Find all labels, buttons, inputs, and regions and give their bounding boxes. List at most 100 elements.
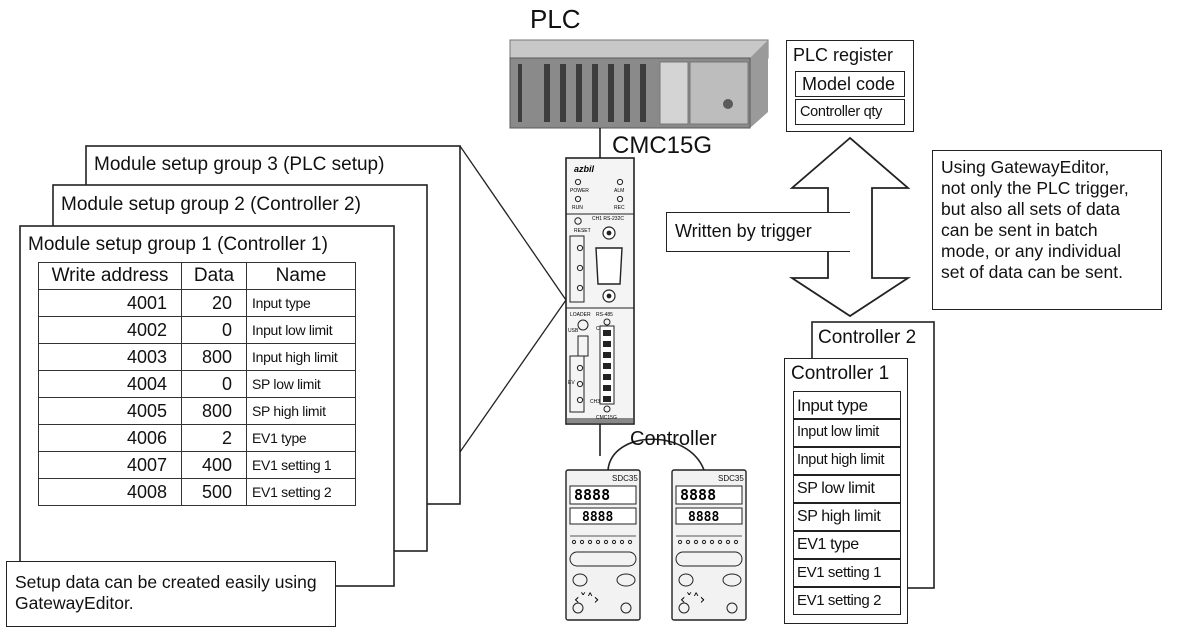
plc-register-title: PLC register (793, 45, 894, 65)
model-code-cell: Model code (795, 71, 905, 97)
controller-qty-cell: Controller qty (795, 99, 905, 125)
setup-note-line: Setup data can be created easily using (15, 572, 317, 592)
table-header-row: Write address Data Name (38, 262, 356, 290)
module-group1-title: Module setup group 1 (Controller 1) (28, 234, 328, 255)
data-cell: 0 (181, 316, 247, 344)
column-header-address: Write address (38, 262, 182, 290)
address-cell: 4008 (38, 478, 182, 506)
address-cell: 4005 (38, 397, 182, 425)
controller1-title: Controller 1 (791, 363, 890, 384)
column-header-data: Data (181, 262, 247, 290)
name-cell: Input low limit (246, 316, 356, 344)
callout-line-top (459, 145, 567, 301)
model-code-label: Model code (802, 74, 896, 94)
controller-device-1: 8888 8888 ‹ˇ˄› (565, 469, 641, 621)
data-cell: 500 (181, 478, 247, 506)
address-cell: 4001 (38, 289, 182, 317)
setup-note-line: GatewayEditor. (15, 593, 134, 613)
controller-link-wire (607, 438, 705, 471)
controller1-item: EV1 type (793, 531, 901, 559)
setup-data-note: Setup data can be created easily using G… (6, 561, 336, 627)
svg-text:8888: 8888 (688, 510, 719, 525)
editor-note-line: set of data can be sent. (941, 262, 1123, 282)
svg-text:USB: USB (568, 328, 579, 334)
address-cell: 4007 (38, 451, 182, 479)
plc-title: PLC (530, 4, 581, 34)
controller1-item: Input low limit (793, 419, 901, 447)
controller-1-model: SDC35 (612, 474, 638, 483)
controller1-item: SP low limit (793, 475, 901, 503)
controller-2-model: SDC35 (718, 474, 744, 483)
data-cell: 400 (181, 451, 247, 479)
address-cell: 4006 (38, 424, 182, 452)
editor-note-line: but also all sets of data (941, 199, 1120, 219)
module-group3-title: Module setup group 3 (PLC setup) (94, 154, 385, 175)
plc-register-box: PLC register Model code Controller qty (786, 40, 914, 132)
name-cell: EV1 setting 1 (246, 451, 356, 479)
name-cell: Input high limit (246, 343, 356, 371)
address-cell: 4002 (38, 316, 182, 344)
svg-text:RUN: RUN (572, 205, 583, 211)
editor-note-line: can be sent in batch (941, 220, 1098, 240)
written-by-trigger-label: Written by trigger (675, 221, 812, 241)
svg-text:azbil: azbil (574, 164, 595, 174)
controller1-item: SP high limit (793, 503, 901, 531)
name-cell: SP high limit (246, 397, 356, 425)
address-cell: 4003 (38, 343, 182, 371)
name-cell: EV1 setting 2 (246, 478, 356, 506)
svg-text:‹ˇ˄›: ‹ˇ˄› (574, 592, 599, 608)
svg-text:‹ˇ˄›: ‹ˇ˄› (680, 592, 705, 608)
written-by-trigger-box: Written by trigger (666, 212, 850, 252)
svg-text:RESET: RESET (574, 228, 591, 234)
callout-line-bottom (459, 299, 567, 453)
address-cell: 4004 (38, 370, 182, 398)
controller1-item: EV1 setting 1 (793, 559, 901, 587)
data-cell: 0 (181, 370, 247, 398)
svg-text:CH3: CH3 (590, 399, 600, 405)
name-cell: SP low limit (246, 370, 356, 398)
controller1-item: Input type (793, 391, 901, 419)
svg-text:CMC15G: CMC15G (596, 415, 617, 421)
controller-device-2: 8888 8888 ‹ˇ˄› (671, 469, 747, 621)
gateway-editor-note: Using GatewayEditor, not only the PLC tr… (932, 150, 1162, 310)
editor-note-line: not only the PLC trigger, (941, 178, 1129, 198)
controller-qty-label: Controller qty (800, 104, 883, 120)
editor-note-line: Using GatewayEditor, (941, 157, 1110, 177)
data-cell: 2 (181, 424, 247, 452)
svg-text:POWER: POWER (570, 188, 589, 194)
gateway-title: CMC15G (612, 132, 713, 159)
data-cell: 800 (181, 343, 247, 371)
module-group2-title: Module setup group 2 (Controller 2) (61, 194, 361, 215)
svg-text:8888: 8888 (582, 510, 613, 525)
gateway-device-image: azbil POWER ALM RUN REC RESET CH1 RS-232… (565, 157, 635, 425)
controllers-label: Controller (630, 428, 717, 450)
name-cell: EV1 type (246, 424, 356, 452)
svg-text:ALM: ALM (614, 188, 624, 194)
plc-unit-image (509, 39, 769, 129)
svg-text:LOADER: LOADER (570, 312, 591, 318)
controller1-item: Input high limit (793, 447, 901, 475)
data-cell: 800 (181, 397, 247, 425)
name-cell: Input type (246, 289, 356, 317)
controller1-item: EV1 setting 2 (793, 587, 901, 615)
data-cell: 20 (181, 289, 247, 317)
svg-text:REC: REC (614, 205, 625, 211)
controller1-sheet: Controller 1 Input type Input low limit … (784, 358, 908, 624)
svg-text:8888: 8888 (574, 486, 610, 504)
double-arrow-icon (788, 136, 912, 318)
svg-text:RS-485: RS-485 (596, 312, 613, 318)
editor-note-line: mode, or any individual (941, 241, 1121, 261)
controller2-title: Controller 2 (818, 327, 917, 348)
svg-text:EV: EV (568, 380, 575, 386)
column-header-name: Name (246, 262, 356, 290)
svg-text:CH1 RS-232C: CH1 RS-232C (592, 216, 624, 222)
